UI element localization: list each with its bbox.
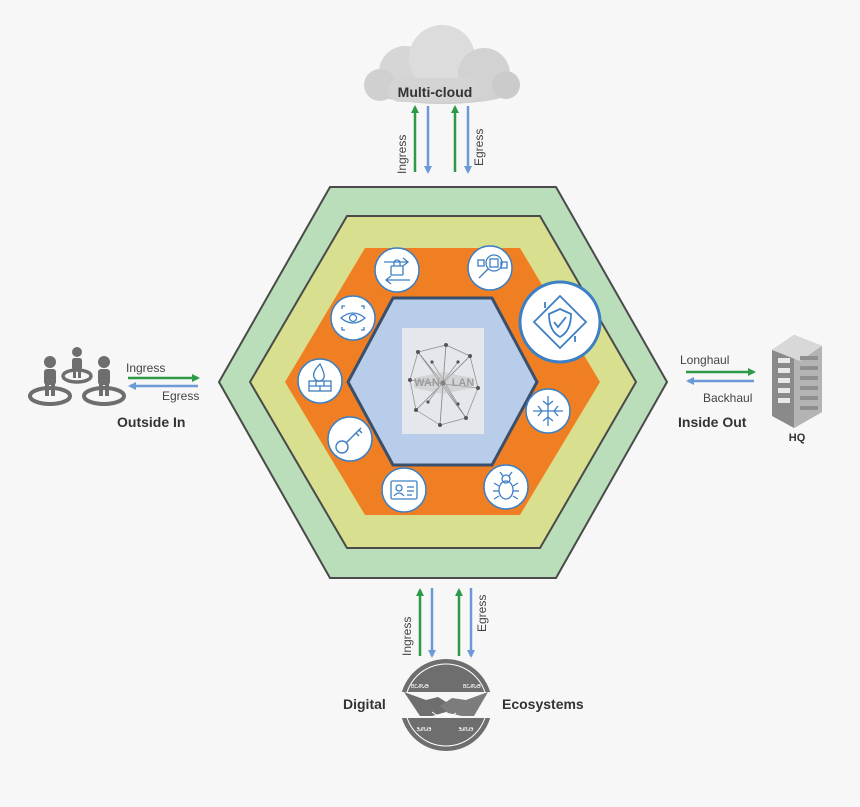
firewall-icon[interactable]: [297, 358, 343, 404]
seal-text-top-right: ᏴᏝᏗᏒᏗᏕ: [463, 684, 481, 690]
network-mesh: WAN LAN: [402, 328, 484, 434]
cloud-icon: [364, 25, 520, 104]
key-icon[interactable]: [327, 416, 373, 462]
handshake-seal-icon: [397, 659, 495, 751]
left-egress-label: Egress: [162, 389, 199, 403]
bottom-caption-left: Digital: [343, 696, 386, 712]
seal-text-top-left: ᏴᏝᏗᏒᏗᏕ: [411, 684, 429, 690]
left-caption: Outside In: [117, 414, 185, 430]
cloud-label: Multi-cloud: [398, 84, 473, 100]
identity-card-icon[interactable]: [381, 467, 427, 513]
top-egress-label: Egress: [472, 129, 486, 166]
bottom-ingress-label: Ingress: [400, 617, 414, 656]
hq-building-icon: [772, 335, 822, 428]
left-ingress-label: Ingress: [126, 361, 165, 375]
top-ingress-label: Ingress: [395, 135, 409, 174]
right-backhaul-label: Backhaul: [703, 391, 752, 405]
protected-shield-icon[interactable]: [518, 280, 602, 364]
bottom-egress-label: Egress: [475, 595, 489, 632]
malware-bug-icon[interactable]: [483, 464, 529, 510]
top-arrows: [411, 105, 472, 174]
bottom-arrows: [416, 588, 475, 658]
visibility-icon[interactable]: [330, 295, 376, 341]
right-caption: Inside Out: [678, 414, 747, 430]
bottom-caption-right: Ecosystems: [502, 696, 584, 712]
threat-target-icon[interactable]: [525, 388, 571, 434]
right-longhaul-label: Longhaul: [680, 353, 729, 367]
inspection-icon[interactable]: [467, 245, 513, 291]
encryption-icon[interactable]: [374, 247, 420, 293]
people-icon: [28, 347, 126, 406]
seal-text-bottom-left: ᏕᏗᏒᏗᏕ: [417, 727, 432, 733]
seal-text-bottom-right: ᏕᏗᏒᏗᏕ: [459, 727, 474, 733]
lan-label: LAN: [452, 377, 475, 389]
hq-label: HQ: [789, 432, 806, 444]
wan-label: WAN: [414, 377, 440, 389]
